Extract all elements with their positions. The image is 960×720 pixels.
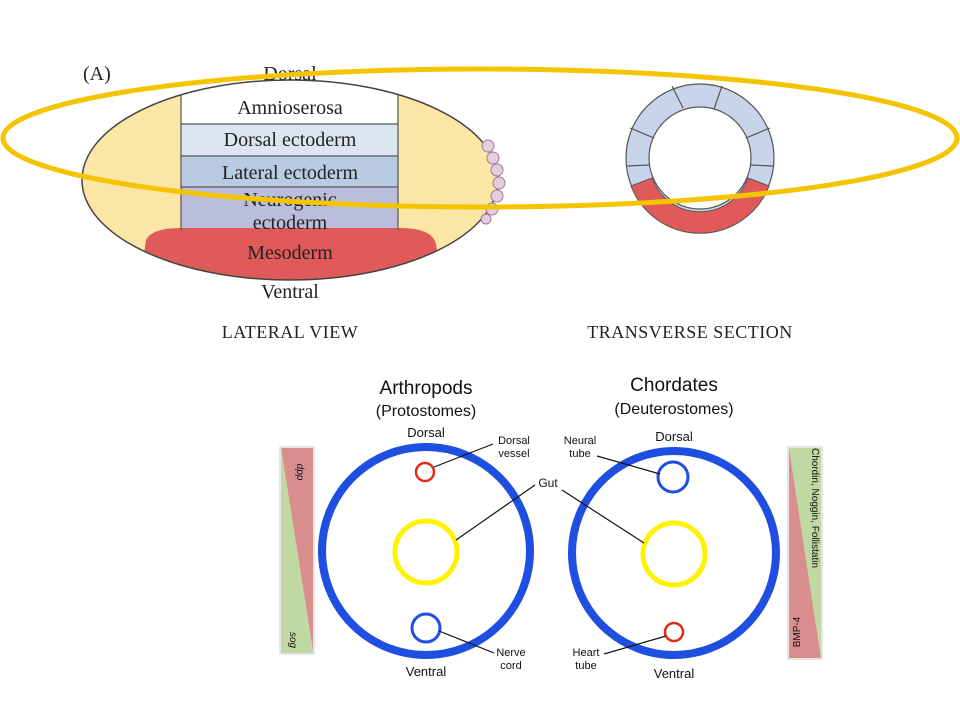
left-gradient-bar: dpp sog bbox=[279, 446, 315, 655]
heart-tube-label-2: tube bbox=[575, 660, 596, 672]
chordin-noggin-follistatin-label: Chordin, Noggin, Follistatin bbox=[809, 448, 820, 568]
right-gradient-bar: Chordin, Noggin, Follistatin BMP-4 bbox=[787, 446, 823, 660]
nerve-cord bbox=[410, 612, 442, 644]
neural-tube bbox=[656, 460, 690, 494]
transverse-section-caption: TRANSVERSE SECTION bbox=[587, 322, 793, 342]
chordates-subtitle: (Deuterostomes) bbox=[614, 401, 733, 418]
arthropods-subtitle: (Protostomes) bbox=[376, 403, 476, 420]
bmp4-label: BMP-4 bbox=[792, 616, 803, 647]
amnioserosa-label: Amnioserosa bbox=[237, 97, 343, 119]
lateral-ectoderm-label: Lateral ectoderm bbox=[222, 162, 358, 184]
heart-tube bbox=[663, 621, 685, 643]
dorsal-vessel bbox=[414, 461, 436, 483]
heart-tube-label-1: Heart bbox=[573, 647, 600, 659]
nerve-cord-label-1: Nerve bbox=[496, 647, 525, 659]
dorsal-vessel-label-1: Dorsal bbox=[498, 435, 530, 447]
dpp-label: dpp bbox=[294, 464, 305, 481]
arthropod-gut bbox=[392, 518, 460, 586]
chordate-ventral-label: Ventral bbox=[654, 666, 695, 681]
amnioserosa-band bbox=[181, 80, 398, 124]
nerve-cord-label-2: cord bbox=[500, 660, 521, 672]
highlight-ring bbox=[0, 66, 960, 210]
mesoderm-band bbox=[140, 228, 442, 280]
dorsal-vessel-label-2: vessel bbox=[498, 448, 529, 460]
chordate-dorsal-label: Dorsal bbox=[655, 429, 693, 444]
arthropod-ventral-label: Ventral bbox=[406, 664, 447, 679]
arthropods-title: Arthropods bbox=[380, 378, 473, 399]
arthropod-body bbox=[318, 443, 536, 659]
gut-label: Gut bbox=[538, 476, 558, 490]
ventral-label: Ventral bbox=[261, 281, 319, 303]
chordate-body bbox=[561, 447, 780, 659]
lateral-view-caption: LATERAL VIEW bbox=[222, 322, 358, 342]
chordate-gut bbox=[640, 520, 708, 588]
lateral-view-embryo bbox=[81, 79, 506, 281]
chordates-title: Chordates bbox=[630, 375, 718, 396]
lateral-ectoderm-band bbox=[181, 156, 398, 187]
arthropod-dorsal-label: Dorsal bbox=[407, 425, 445, 440]
neural-tube-label-1: Neural bbox=[564, 435, 596, 447]
transverse-section-ring bbox=[625, 83, 775, 234]
transverse-mesoderm bbox=[630, 177, 770, 234]
mesoderm-label: Mesoderm bbox=[247, 242, 333, 264]
arthropod-body-wall bbox=[318, 443, 534, 659]
sog-label: sog bbox=[287, 632, 298, 649]
neural-tube-label-2: tube bbox=[569, 448, 590, 460]
chordate-body-wall bbox=[568, 447, 780, 659]
ectoderm-label: ectoderm bbox=[253, 212, 328, 234]
dorsal-ectoderm-label: Dorsal ectoderm bbox=[224, 129, 357, 151]
panel-label: (A) bbox=[83, 63, 111, 85]
dorsal-ectoderm-band bbox=[181, 124, 398, 156]
